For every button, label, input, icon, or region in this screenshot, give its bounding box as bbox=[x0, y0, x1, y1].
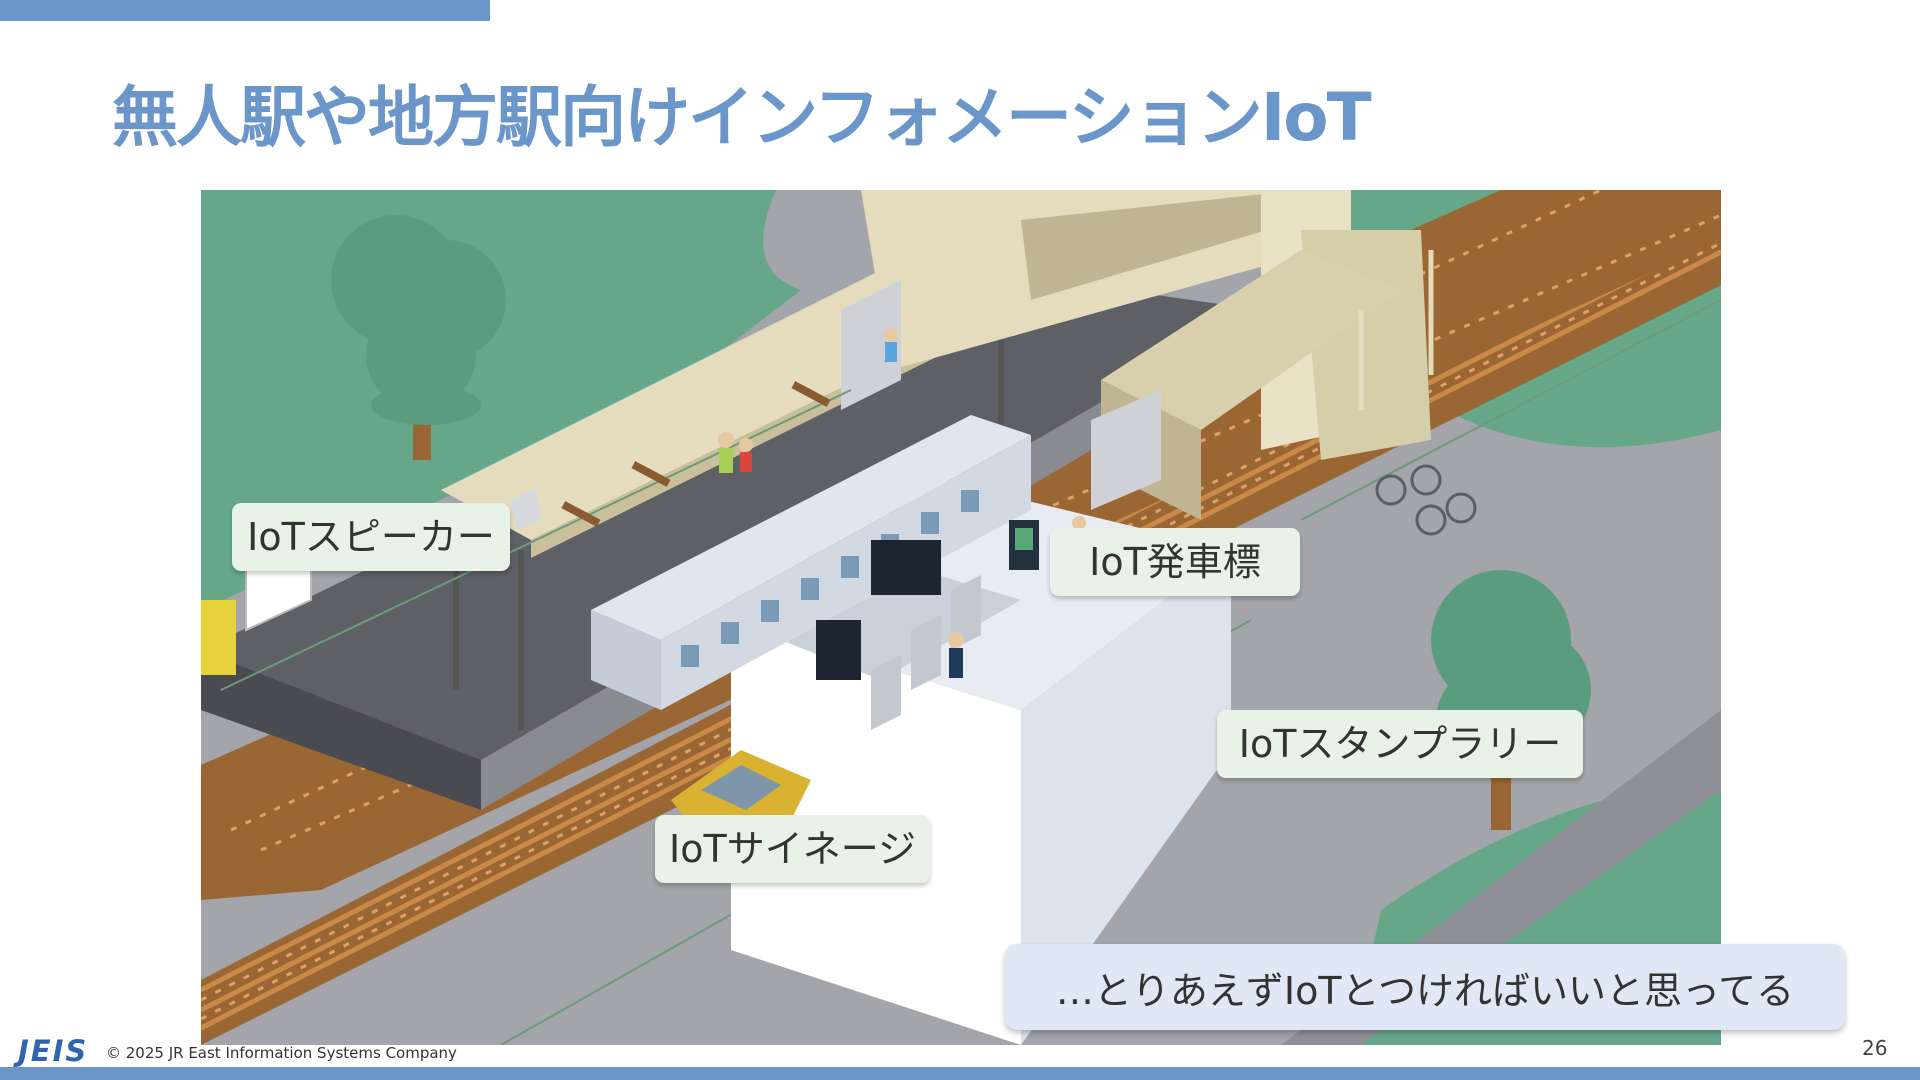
bottom-accent-bar bbox=[0, 1067, 1920, 1080]
top-accent-bar bbox=[0, 0, 490, 21]
page-title: 無人駅や地方駅向けインフォメーションIoT bbox=[112, 79, 1372, 156]
station-illustration bbox=[201, 190, 1721, 1045]
callout-iot-departure-indicator: IoT発車標 bbox=[1050, 528, 1300, 596]
company-logo: JEIS bbox=[18, 1034, 89, 1068]
callout-iot-stamp-rally: IoTスタンプラリー bbox=[1217, 710, 1583, 778]
comment-box: …とりあえずIoTとつければいいと思ってる bbox=[1005, 944, 1845, 1030]
callout-iot-signage: IoTサイネージ bbox=[655, 815, 930, 883]
callout-iot-speaker: IoTスピーカー bbox=[232, 503, 510, 571]
page-number: 26 bbox=[1862, 1036, 1888, 1060]
copyright-text: © 2025 JR East Information Systems Compa… bbox=[106, 1044, 457, 1062]
